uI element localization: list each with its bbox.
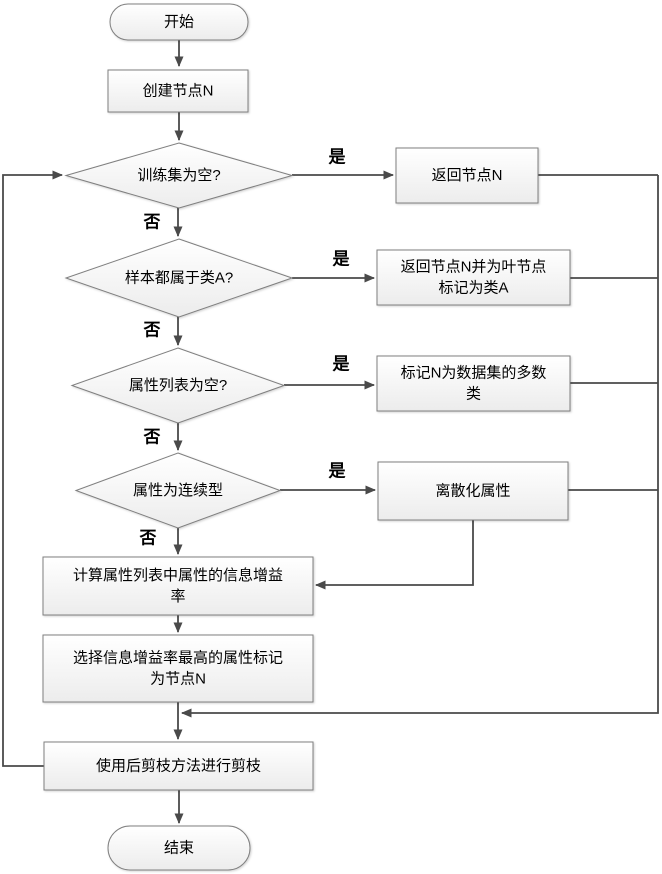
node-end: 结束 (107, 825, 251, 871)
process-shape (376, 355, 571, 412)
node-label: 返回节点N并为叶节点标记为类A (401, 259, 547, 297)
node-label: 属性列表为空? (129, 377, 227, 394)
node-label: 样本都属于类A? (125, 270, 233, 287)
node-create-node: 创建节点N (107, 69, 249, 113)
decision-shape (70, 347, 286, 424)
node-same-class: 样本都属于类A? (64, 238, 294, 318)
node-label: 选择信息增益率最高的属性标记为节点N (73, 650, 283, 688)
node-label: 创建节点N (143, 83, 214, 100)
process-shape (376, 249, 571, 306)
branch-label-class-yes-label: 是 (333, 250, 350, 269)
edge-prune-loopback (2, 170, 63, 767)
process-shape (395, 147, 539, 204)
node-label: 使用后剪枝方法进行剪枝 (96, 758, 261, 775)
process-shape (42, 634, 314, 703)
node-label: 属性为连续型 (133, 482, 223, 499)
branch-label-train-no-label: 否 (143, 213, 161, 232)
node-select-attr: 选择信息增益率最高的属性标记为节点N (42, 634, 314, 703)
node-return-leaf: 返回节点N并为叶节点标记为类A (376, 249, 571, 306)
node-label: 离散化属性 (435, 483, 510, 500)
process-shape (107, 69, 249, 113)
edge-collector-merge (181, 175, 659, 718)
branch-label-continuous-yes-label: 是 (329, 462, 346, 481)
process-shape (42, 556, 314, 616)
node-discretize: 离散化属性 (377, 461, 569, 521)
node-return-node: 返回节点N (395, 147, 539, 204)
terminator-shape (109, 3, 249, 41)
node-label: 结束 (164, 840, 194, 857)
node-label: 开始 (164, 14, 194, 31)
process-shape (43, 741, 314, 791)
branch-label-class-no-label: 否 (143, 321, 161, 340)
node-attrlist-empty: 属性列表为空? (70, 347, 286, 424)
node-label: 返回节点N (432, 167, 503, 184)
node-post-prune: 使用后剪枝方法进行剪枝 (43, 741, 314, 791)
branch-label-train-yes-label: 是 (329, 148, 346, 167)
node-continuous: 属性为连续型 (74, 452, 282, 529)
node-mark-majority: 标记N为数据集的多数类 (376, 355, 571, 412)
node-calc-gainratio: 计算属性列表中属性的信息增益率 (42, 556, 314, 616)
branch-label-attrlist-yes-label: 是 (333, 355, 350, 374)
node-start: 开始 (109, 3, 249, 41)
decision-shape (64, 142, 294, 209)
decision-shape (74, 452, 282, 529)
node-label: 训练集为空? (137, 167, 220, 184)
process-shape (377, 461, 569, 521)
branch-label-attrlist-no-label: 否 (143, 428, 161, 447)
node-train-empty: 训练集为空? (64, 142, 294, 209)
branch-label-continuous-no-label: 否 (139, 529, 157, 548)
node-label: 标记N为数据集的多数类 (401, 365, 547, 403)
decision-shape (64, 238, 294, 318)
node-label: 计算属性列表中属性的信息增益率 (73, 566, 283, 605)
edge-discretize-to-calc (315, 520, 474, 590)
terminator-shape (107, 825, 251, 871)
